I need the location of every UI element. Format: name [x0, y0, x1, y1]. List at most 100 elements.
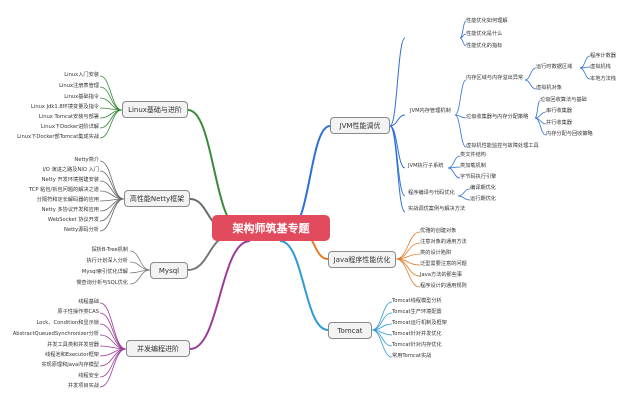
- leaf-mysql-explain: 执行计划深入分析: [86, 258, 128, 264]
- leaf-linux-tomcat-deploy: Linux Tomcat安装与部署: [38, 114, 99, 120]
- leaf-java-generics: 泛型需要注意的问题: [420, 261, 467, 267]
- leaf-jvm-bytecode-engine: 字节码执行引擎: [460, 174, 497, 180]
- connector-rt-1: [579, 55, 591, 69]
- leaf-tomcat-practice: 常用Tomcat实战: [392, 353, 432, 359]
- leaf-java-class-design: 类的设计陷阱: [420, 250, 452, 256]
- connector-area-1: [524, 67, 537, 81]
- leaf-jvm-memory-mgmt: JVM内存管理机制: [410, 108, 451, 114]
- leaf-jvm-compile-opt: 编译期优化: [470, 185, 496, 191]
- branch-linux[interactable]: Linux基础与进阶: [122, 101, 188, 118]
- connector-mysql-3: [129, 269, 151, 285]
- connector-gc-1: [534, 100, 541, 119]
- connector-center-concurrency: [189, 240, 251, 350]
- connector-center-jvm: [289, 125, 331, 229]
- connector-netty-0: [99, 160, 125, 200]
- leaf-jvm-monitor-tools: 虚拟机性能监控与故障处理工具: [466, 143, 539, 149]
- connector-gc-4: [534, 117, 547, 136]
- connector-code-1: [457, 188, 471, 197]
- connector-jvm-mem: [389, 114, 406, 127]
- leaf-linux-jdk-env: Linux Jdk1.8环境变量及指令: [30, 104, 99, 110]
- leaf-jvm-case-study: 实战调优案例与解决方法: [408, 206, 466, 212]
- connector-mysql-1: [129, 261, 151, 271]
- leaf-conc-lock: Lock、Condition和显示锁: [36, 320, 99, 326]
- leaf-jvm-native-stack: 本地方法栈: [590, 76, 616, 82]
- connector-netty-7: [99, 198, 125, 232]
- connector-netty-1: [99, 170, 125, 200]
- leaf-tomcat-memory-opt: Tomcat针对内存优化: [392, 342, 442, 348]
- leaf-java-design-rules: 程序设计的通用规则: [420, 283, 467, 289]
- leaf-java-object-methods: 注意对象的通用方法: [420, 239, 467, 245]
- leaf-conc-cas: 原子性操作类CAS: [57, 309, 99, 315]
- leaf-tomcat-concurrency-opt: Tomcat针对并发优化: [392, 331, 442, 337]
- leaf-java-create-object: 优雅的创建对象: [420, 228, 457, 234]
- leaf-conc-aqs: AbstractQueuedSynchronizer分析: [12, 331, 99, 337]
- leaf-linux-docker-advanced: Linux下Docker进阶详解: [40, 124, 99, 130]
- leaf-mysql-btree: 探析B-Tree机制: [91, 247, 128, 253]
- connector-java-5: [395, 258, 421, 288]
- leaf-conc-tools: 并发工具类和并发容器: [47, 342, 99, 348]
- leaf-jvm-vm-stack: 虚拟机栈: [590, 64, 611, 70]
- leaf-jvm-code-opt: 程序编译与代码优化: [408, 190, 455, 196]
- connector-conc-2: [99, 323, 127, 350]
- leaf-linux-basic-cmd: Linux基础指令: [64, 94, 99, 100]
- leaf-java-methods: Java方法的那些事: [420, 272, 463, 278]
- connector-conc-8: [99, 348, 127, 388]
- leaf-tomcat-thread-model: Tomcat线程模型分析: [392, 298, 442, 304]
- leaf-mysql-index-opt: Mysql索引优化详解: [81, 269, 128, 275]
- leaf-conc-project: 并发项目实战: [67, 383, 99, 389]
- connector-mem-3: [454, 114, 467, 148]
- leaf-jvm-perf-understand: 性能优化如何理解: [466, 18, 508, 24]
- leaf-netty-websocket: WebSocket 协议开发: [47, 217, 99, 223]
- connector-perf-3: [459, 37, 467, 47]
- leaf-conc-safety: 线程安全: [78, 373, 99, 379]
- connector-mysql-0: [129, 250, 151, 271]
- connector-netty-2: [99, 180, 125, 200]
- connector-center-tomcat: [279, 240, 329, 331]
- connector-linux-0: [99, 75, 123, 111]
- leaf-netty-io-nio: I/O 演进之路及NIO 入门: [42, 167, 99, 173]
- leaf-jvm-runtime-opt: 运行期优化: [470, 196, 496, 202]
- leaf-jvm-exec-subsystem: JVM执行子系统: [408, 163, 444, 169]
- leaf-mysql-slow-query: 慢查询分析与SQL优化: [76, 280, 128, 286]
- leaf-jvm-perf-metrics: 性能优化的指标: [466, 43, 503, 49]
- leaf-conc-thread-basics: 线程基础: [78, 299, 99, 305]
- leaf-conc-executor: 线程池和Executor框架: [45, 352, 99, 358]
- leaf-jvm-runtime-area: 运行时数据区域: [536, 64, 573, 70]
- connector-jvm-perf: [389, 37, 406, 127]
- leaf-netty-source: Netty源码分析: [64, 227, 99, 233]
- leaf-jvm-parallel-gc: 并行收集器: [546, 120, 572, 126]
- branch-java[interactable]: Java程序性能优化: [328, 251, 396, 268]
- leaf-jvm-class-loading: 类加载机制: [460, 163, 486, 169]
- central-topic[interactable]: 架构师筑基专题: [212, 215, 330, 241]
- leaf-tomcat-prod-config: Tomcat生产环境配置: [392, 309, 442, 315]
- leaf-jvm-class-file: 类文件结构: [460, 152, 486, 158]
- connector-area-2: [524, 79, 537, 90]
- branch-netty[interactable]: 高性能Netty框架: [124, 190, 190, 207]
- leaf-linux-install: Linux入门安装: [64, 72, 99, 78]
- connector-rt-3: [579, 67, 591, 80]
- connector-linux-6: [99, 109, 123, 139]
- leaf-jvm-vm-object: 虚拟机对象: [536, 85, 562, 91]
- connector-center-mysql: [187, 235, 231, 271]
- leaf-netty-decoders: 分隔符和定长解码器的应用: [36, 197, 99, 203]
- branch-tomcat[interactable]: Tomcat: [328, 322, 372, 339]
- connector-code-2: [457, 195, 471, 201]
- connector-jvm-code: [389, 125, 406, 197]
- connector-jvm-case: [389, 125, 406, 213]
- leaf-linux-docker-tomcat: Linux下Docker部Tomcat集成实战: [17, 134, 99, 140]
- connector-mem-1: [454, 79, 467, 116]
- leaf-jvm-gc-collectors: 垃圾收集器与内存分配策略: [466, 114, 529, 120]
- branch-concurrency[interactable]: 并发编程进阶: [126, 340, 190, 357]
- leaf-netty-multi-protocol: Netty 多协议开发和应用: [41, 207, 99, 213]
- connector-exec-3: [447, 167, 461, 179]
- leaf-jvm-gc-algorithm: 垃圾回收算法与基础: [540, 97, 587, 103]
- leaf-tomcat-mechanism: Tomcat运行机制及框架: [392, 320, 447, 326]
- leaf-conc-jmm: 实现原理和Java内存模型: [41, 362, 99, 368]
- branch-jvm[interactable]: JVM性能调优: [330, 117, 390, 134]
- branch-mysql[interactable]: Mysql: [150, 262, 188, 279]
- connector-tomcat-0: [371, 301, 393, 331]
- leaf-linux-registry: Linux注册表管理: [59, 83, 99, 89]
- leaf-jvm-program-counter: 程序计数器: [590, 53, 616, 59]
- connector-java-0: [395, 231, 421, 260]
